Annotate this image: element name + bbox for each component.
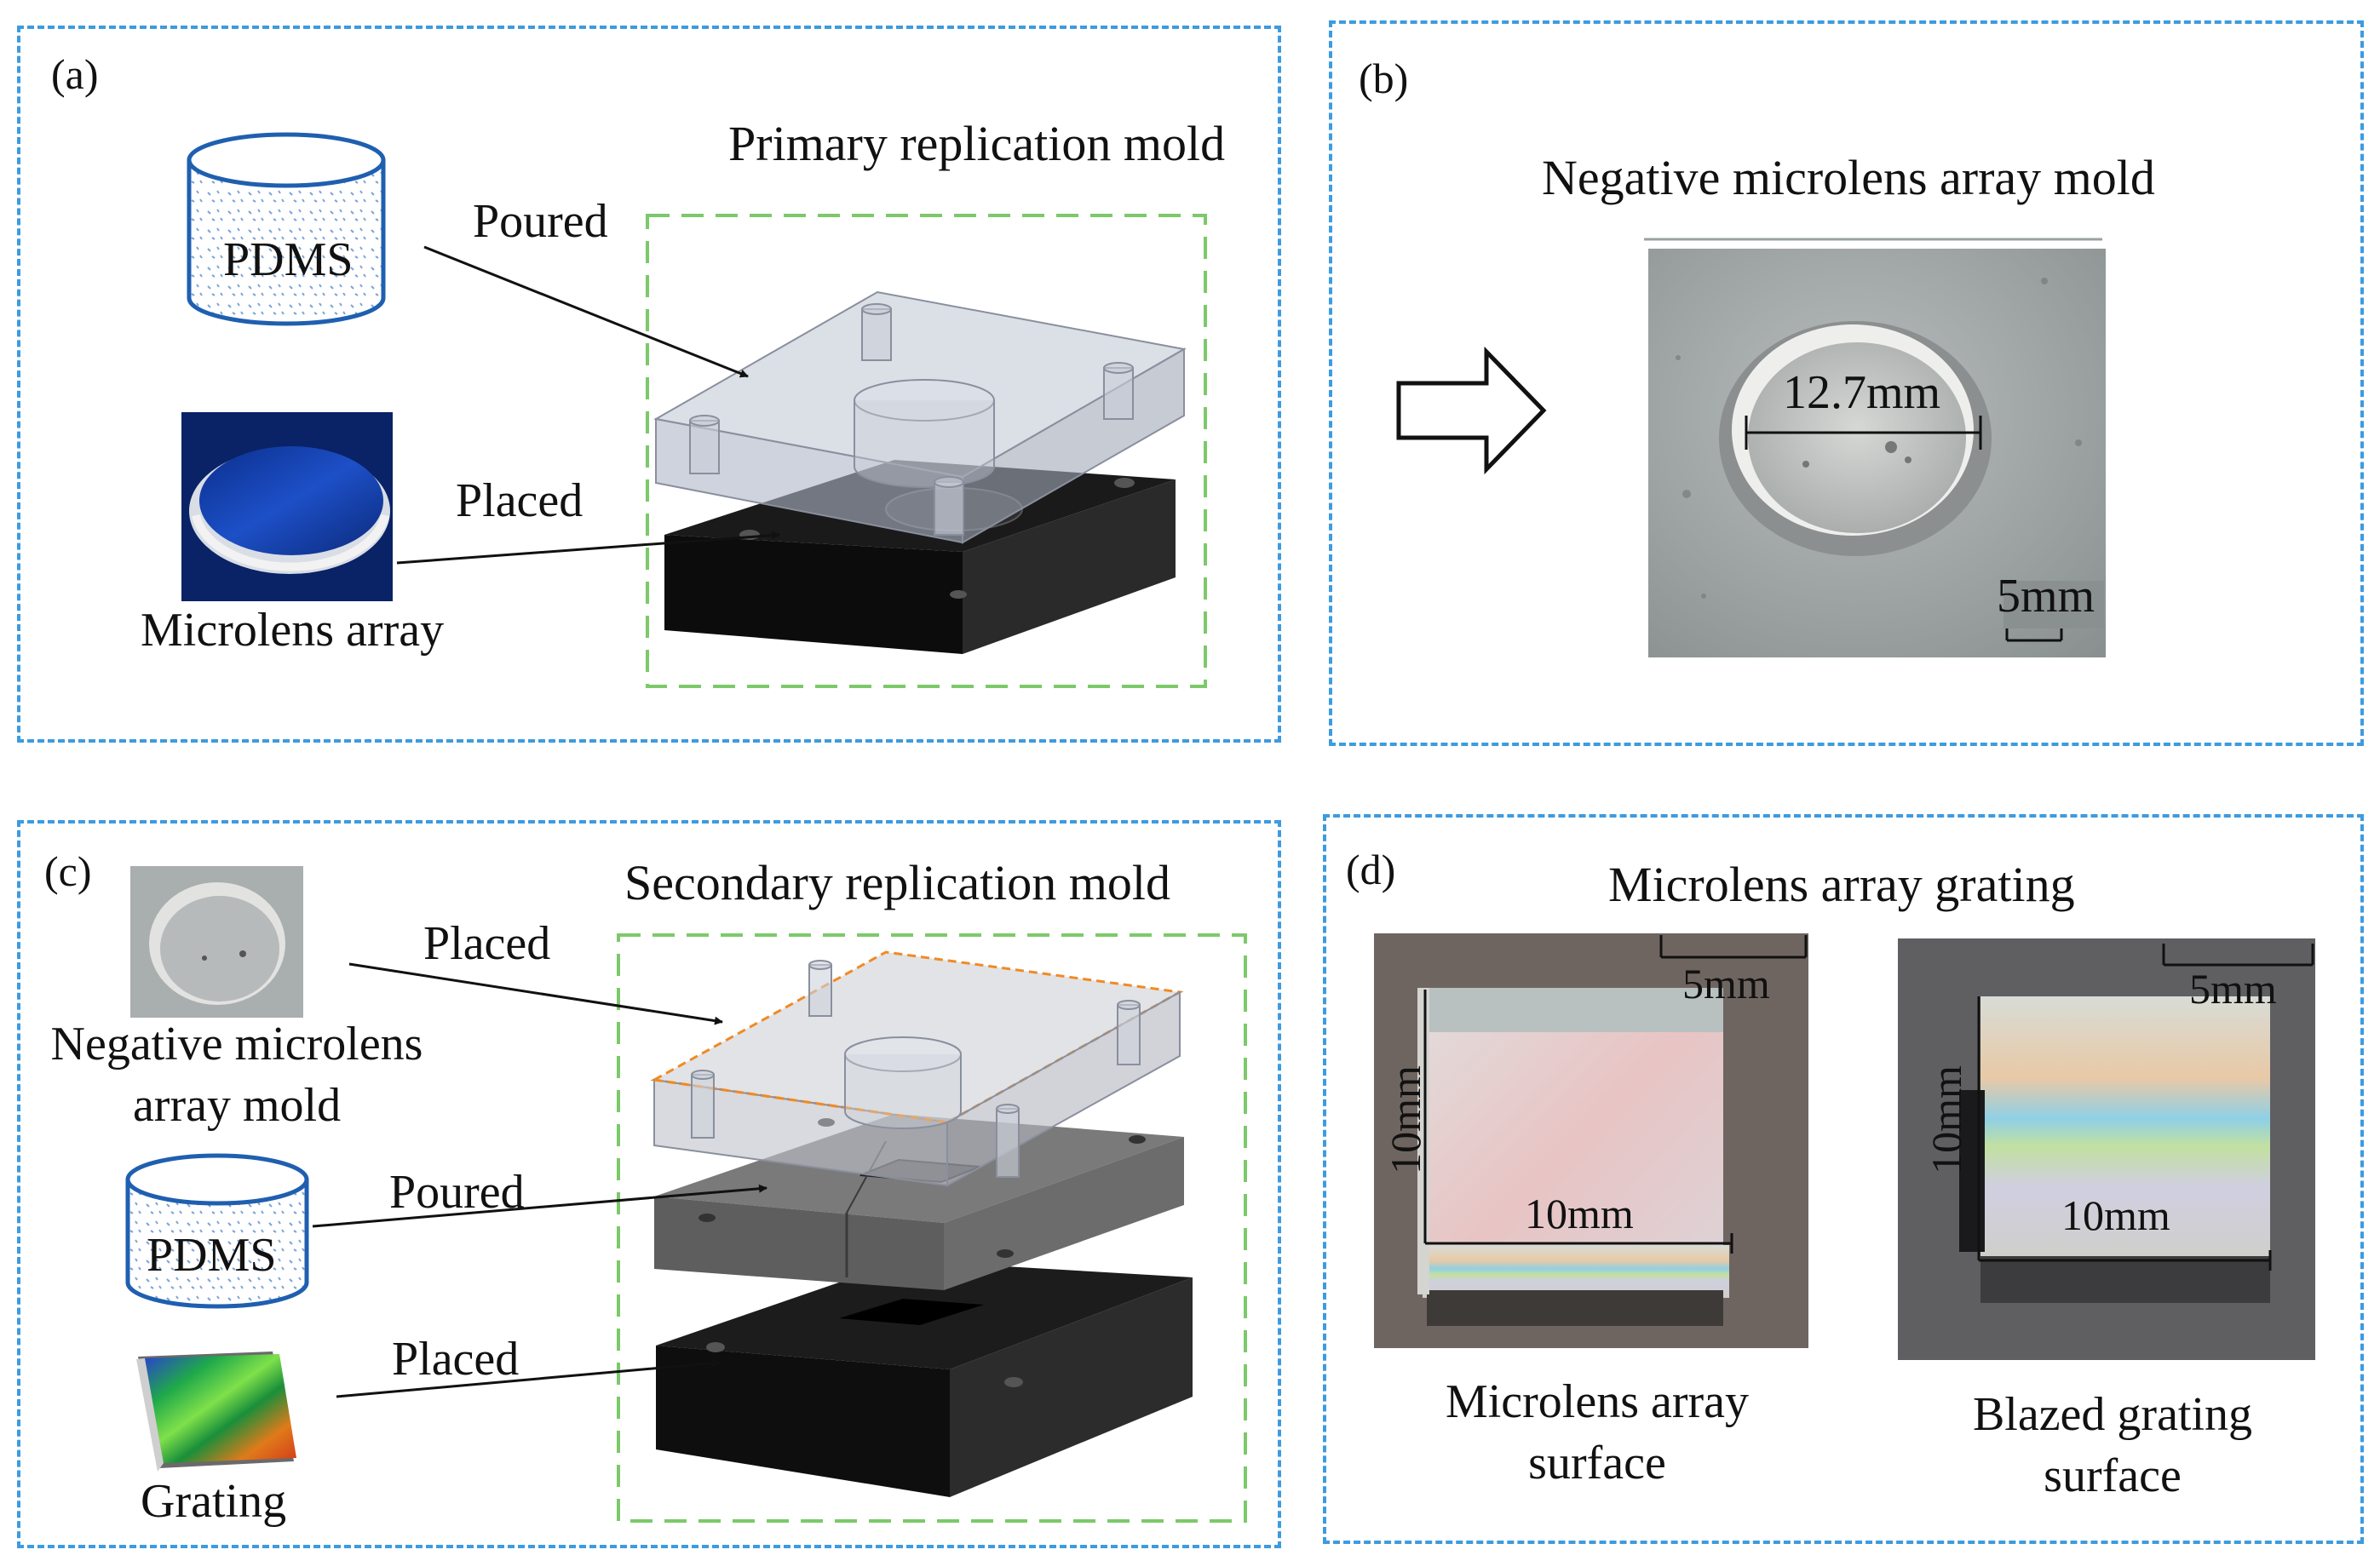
- panel-label-b: (b): [1359, 55, 1409, 102]
- negative-mold-label-line1: Negative microlens: [50, 1018, 423, 1070]
- pdms-cylinder-c: [125, 1153, 309, 1309]
- poured-label-c: Poured: [389, 1166, 525, 1219]
- panel-title-b: Negative microlens array mold: [1542, 150, 2155, 205]
- panel-a: [17, 26, 1281, 743]
- mold-outline-c: [617, 933, 1247, 1523]
- dimension-lines-left: [1423, 935, 1808, 1254]
- placed-arrow-c-top: [348, 962, 723, 1025]
- grating-label-c: Grating: [141, 1475, 287, 1528]
- left-caption-line2: surface: [1528, 1437, 1666, 1489]
- poured-arrow-c: [312, 1184, 767, 1228]
- placed-arrow-a: [396, 531, 780, 565]
- pdms-label-c: PDMS: [147, 1229, 277, 1282]
- left-caption-line1: Microlens array: [1445, 1375, 1750, 1428]
- negative-mold-thumb: [130, 866, 303, 1018]
- left-width-label: 10mm: [1525, 1190, 1634, 1237]
- diameter-label-b: 12.7mm: [1783, 366, 1941, 419]
- pdms-label-a: PDMS: [223, 233, 354, 286]
- panel-d: [1323, 814, 2364, 1544]
- right-height-label: 10mm: [1923, 1065, 1970, 1174]
- hollow-arrow-shape: [1396, 346, 1547, 475]
- panel-label-c: (c): [44, 847, 92, 895]
- placed-label-a: Placed: [456, 474, 584, 527]
- panel-title-a: Primary replication mold: [728, 116, 1226, 171]
- right-scale-label: 5mm: [2189, 965, 2277, 1013]
- right-caption-line2: surface: [2044, 1449, 2182, 1502]
- panel-c: [17, 820, 1281, 1548]
- diameter-marker-b: [1745, 416, 1982, 450]
- scale-bar-b: [2005, 628, 2063, 642]
- panel-b: [1329, 20, 2364, 746]
- dimension-lines-right: [1977, 944, 2314, 1271]
- panel-title-d: Microlens array grating: [1608, 857, 2075, 912]
- blazed-grating-photo-right: [1898, 938, 2315, 1360]
- grating-photo: [136, 1352, 296, 1472]
- negative-mold-label-line2: array mold: [132, 1079, 342, 1132]
- bottom-block-c: [656, 1260, 1193, 1497]
- pdms-cylinder-a: [187, 132, 386, 326]
- negative-mold-photo: [1644, 238, 2106, 657]
- placed-label-c-top: Placed: [423, 917, 551, 970]
- top-plate-a: [653, 290, 1187, 544]
- panel-label-a: (a): [51, 50, 99, 98]
- panel-title-c: Secondary replication mold: [624, 855, 1171, 910]
- right-caption-line1: Blazed grating: [1972, 1388, 2253, 1441]
- top-plate-c: [650, 950, 1184, 1187]
- right-width-label: 10mm: [2061, 1191, 2170, 1239]
- poured-label-a: Poured: [473, 195, 608, 248]
- microlens-array-photo: [181, 412, 393, 601]
- microlens-label-a: Microlens array: [141, 604, 445, 657]
- left-height-label: 10mm: [1382, 1065, 1429, 1174]
- mold-outline-a: [646, 214, 1207, 688]
- panel-label-d: (d): [1346, 846, 1396, 893]
- scale-label-b: 5mm: [1997, 570, 2095, 623]
- placed-label-c-bottom: Placed: [392, 1333, 520, 1386]
- left-scale-label: 5mm: [1682, 960, 1770, 1007]
- poured-arrow-a: [423, 245, 749, 378]
- placed-arrow-c-bottom: [336, 1358, 721, 1398]
